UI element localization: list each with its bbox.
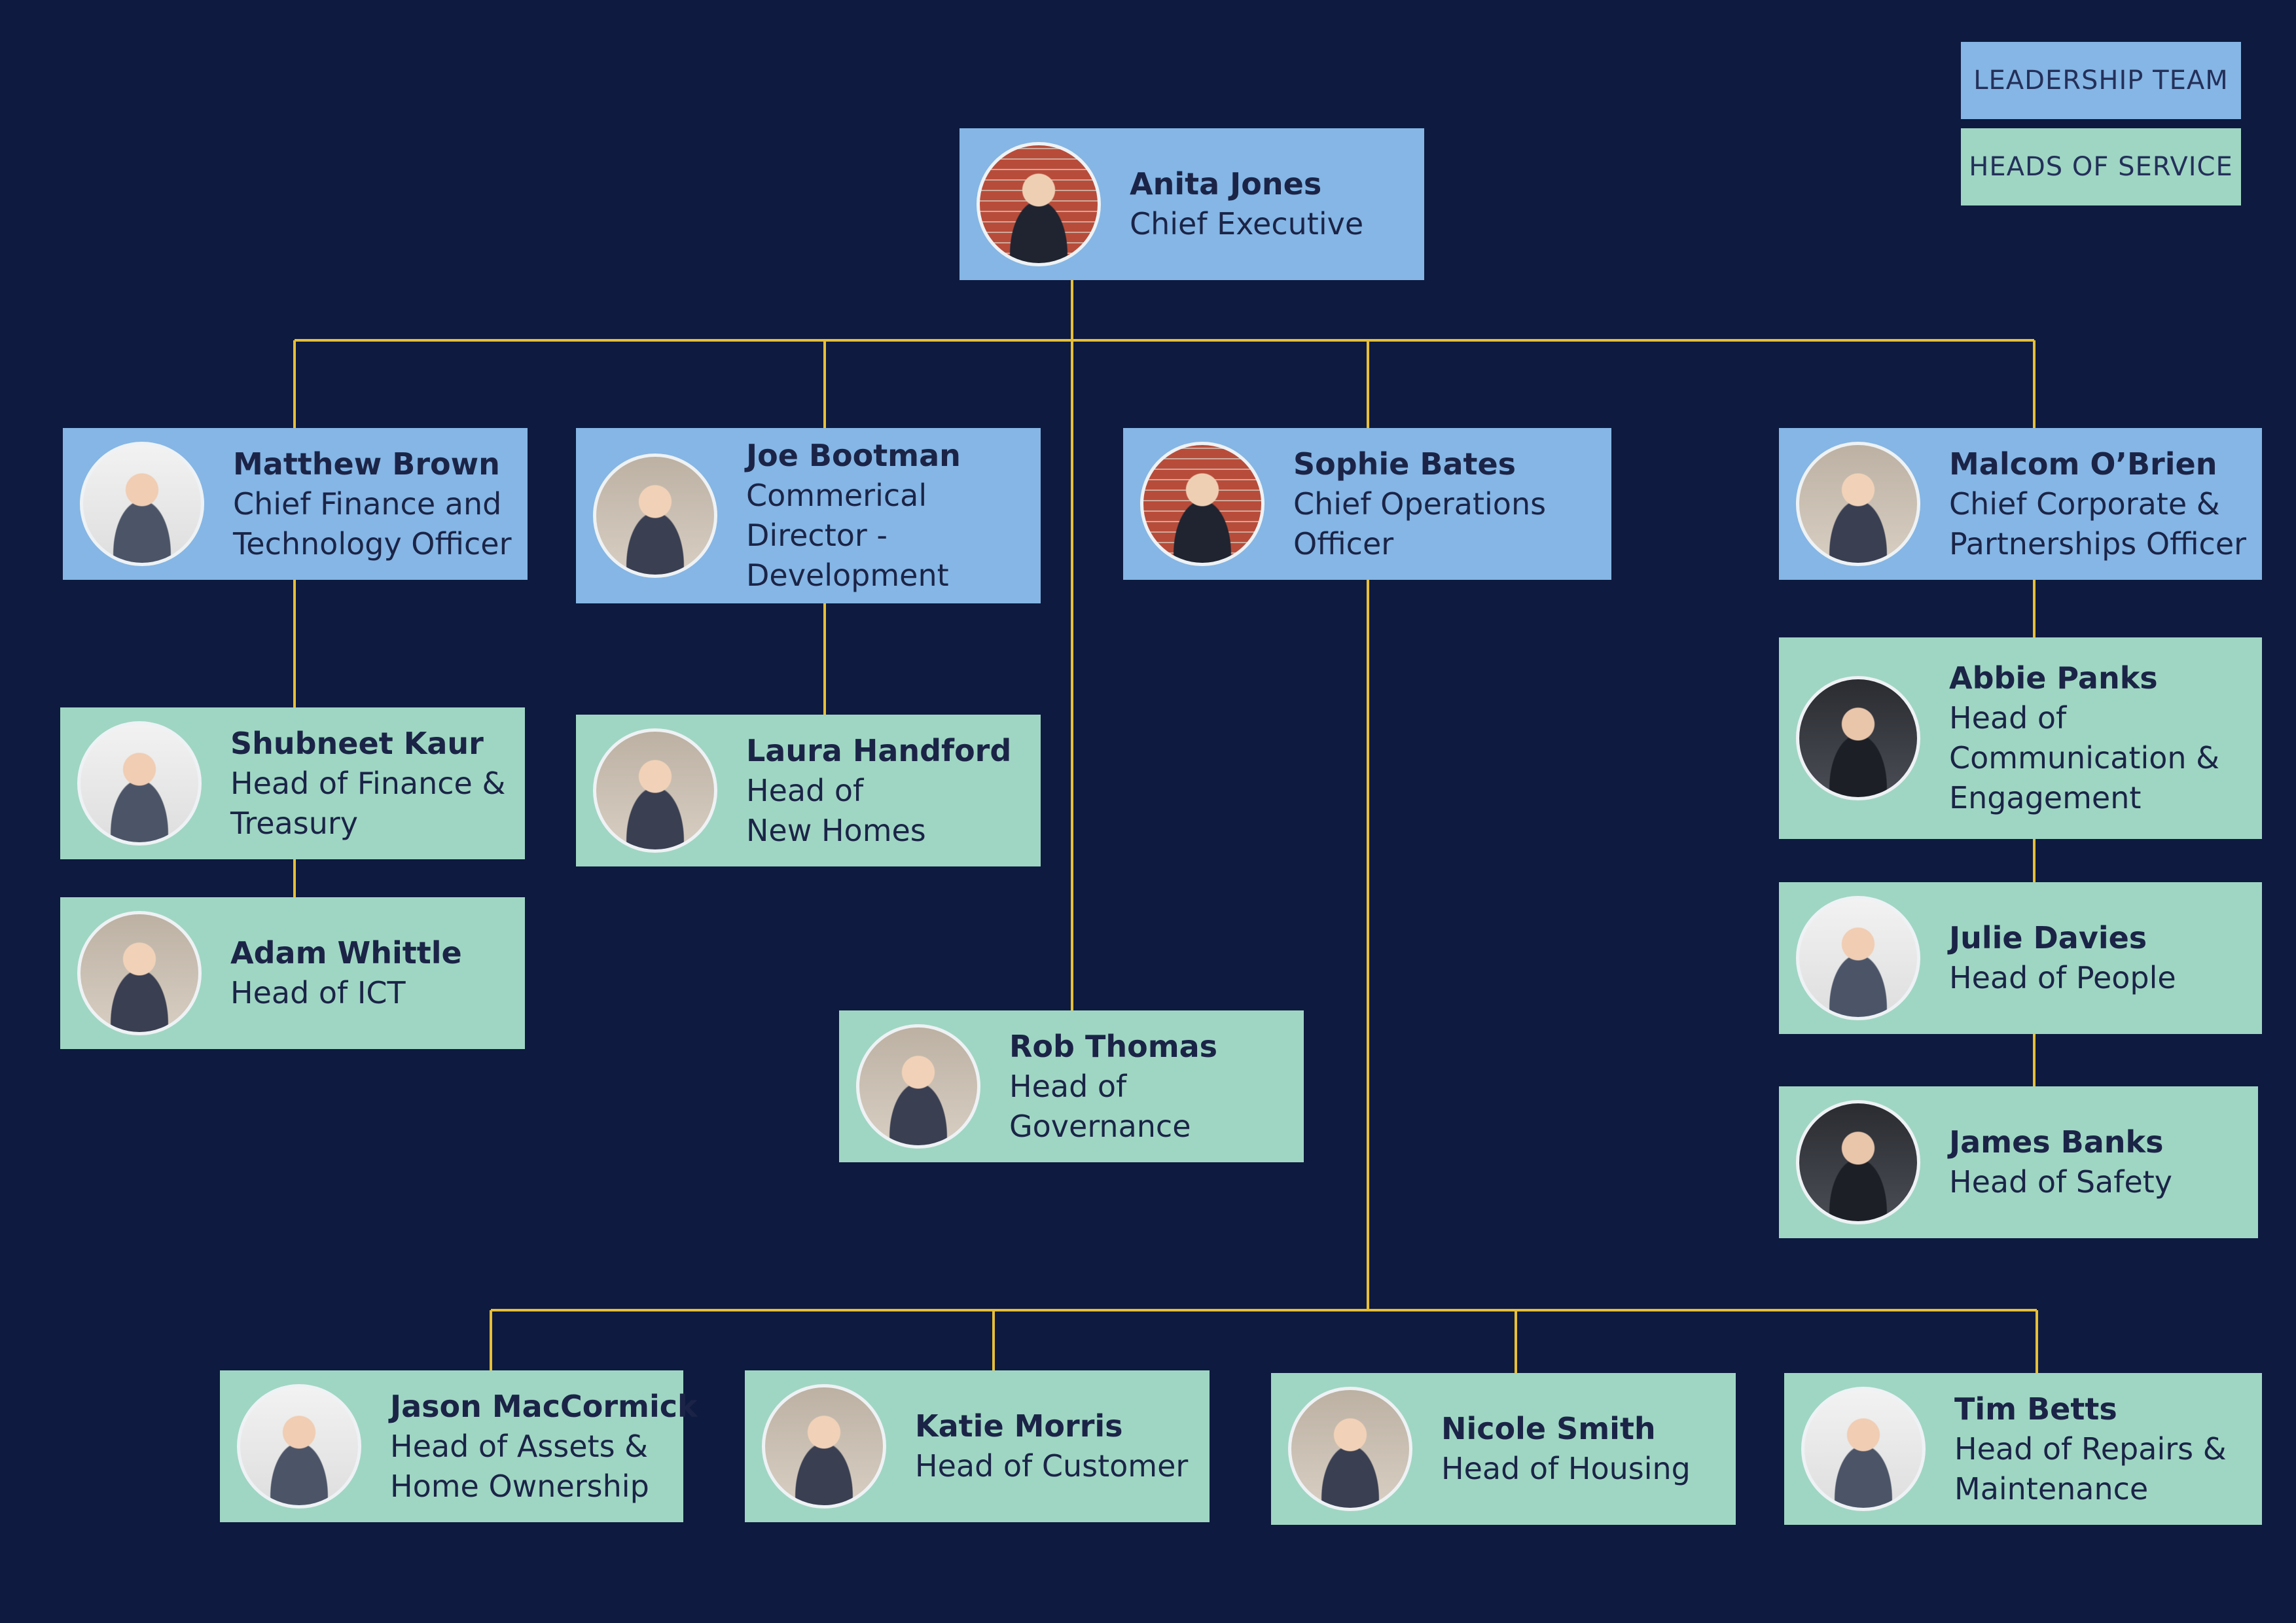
person-card-head-of-new-homes: Laura Handford Head of New Homes <box>576 715 1041 866</box>
person-title: Head of ICT <box>230 975 406 1010</box>
person-title: Chief Finance and <box>233 486 502 522</box>
person-title: Head of Safety <box>1949 1164 2173 1200</box>
person-title: Home Ownership <box>390 1468 649 1504</box>
person-title: Head of <box>1949 700 2067 736</box>
person-title: Governance <box>1009 1108 1191 1144</box>
person-name: Laura Handford <box>746 732 1012 768</box>
avatar <box>1140 442 1265 566</box>
person-card-head-of-governance: Rob Thomas Head of Governance <box>839 1010 1304 1162</box>
person-title: Chief Executive <box>1130 206 1364 241</box>
legend-leadership-team: LEADERSHIP TEAM <box>1961 42 2241 119</box>
avatar <box>237 1384 361 1508</box>
person-title: Director - <box>746 518 888 553</box>
person-title: Officer <box>1293 526 1394 562</box>
person-card-chief-corporate: Malcom O’Brien Chief Corporate & Partner… <box>1779 428 2262 580</box>
person-card-head-of-repairs: Tim Betts Head of Repairs & Maintenance <box>1784 1373 2262 1525</box>
person-card-chief-operations: Sophie Bates Chief Operations Officer <box>1123 428 1611 580</box>
person-title: Head of People <box>1949 960 2176 995</box>
person-card-commercial-director: Joe Bootman Commerical Director - Develo… <box>576 428 1041 603</box>
person-title: Engagement <box>1949 780 2142 815</box>
person-card-head-of-housing: Nicole Smith Head of Housing <box>1271 1373 1736 1525</box>
person-title: Maintenance <box>1954 1471 2149 1507</box>
avatar <box>1796 1100 1920 1224</box>
avatar <box>1796 896 1920 1020</box>
person-name: Tim Betts <box>1954 1391 2117 1427</box>
person-title: Chief Corporate & <box>1949 486 2220 522</box>
avatar <box>77 911 202 1035</box>
person-card-head-of-ict: Adam Whittle Head of ICT <box>60 897 525 1049</box>
person-title: Commerical <box>746 478 927 513</box>
person-title: Head of Repairs & <box>1954 1431 2227 1467</box>
person-title: Head of Finance & <box>230 765 506 801</box>
person-title: Partnerships Officer <box>1949 526 2247 562</box>
avatar <box>80 442 204 566</box>
person-name: Malcom O’Brien <box>1949 446 2217 482</box>
avatar <box>593 454 717 578</box>
person-title: Head of Customer <box>915 1448 1189 1484</box>
person-card-head-of-people: Julie Davies Head of People <box>1779 882 2262 1034</box>
person-title: Communication & <box>1949 740 2220 776</box>
legend-heads-of-service: HEADS OF SERVICE <box>1961 128 2241 205</box>
avatar <box>856 1024 980 1149</box>
person-name: Joe Bootman <box>746 438 961 473</box>
avatar <box>1796 442 1920 566</box>
avatar <box>77 721 202 846</box>
person-name: Nicole Smith <box>1441 1411 1656 1446</box>
person-title: Treasury <box>230 805 358 841</box>
person-name: Matthew Brown <box>233 446 500 482</box>
person-title: Head of Assets & <box>390 1428 649 1464</box>
person-name: Abbie Panks <box>1949 660 2158 696</box>
person-card-chief-finance: Matthew Brown Chief Finance and Technolo… <box>63 428 528 580</box>
avatar <box>977 142 1101 266</box>
avatar <box>1288 1387 1412 1511</box>
person-title: Head of Housing <box>1441 1451 1691 1486</box>
person-card-chief-executive: Anita Jones Chief Executive <box>960 128 1424 280</box>
person-card-head-of-assets: Jason MacCormick Head of Assets & Home O… <box>220 1370 698 1522</box>
person-card-head-of-customer: Katie Morris Head of Customer <box>745 1370 1210 1522</box>
person-card-head-of-finance: Shubneet Kaur Head of Finance & Treasury <box>60 707 525 859</box>
person-name: Shubneet Kaur <box>230 725 484 761</box>
avatar <box>1796 676 1920 800</box>
person-name: Anita Jones <box>1130 166 1322 202</box>
person-name: James Banks <box>1949 1124 2164 1160</box>
person-title: New Homes <box>746 812 926 848</box>
person-title: Chief Operations <box>1293 486 1547 522</box>
person-title: Head of <box>746 772 864 808</box>
person-title: Technology Officer <box>233 526 512 562</box>
avatar <box>762 1384 886 1508</box>
person-card-head-of-safety: James Banks Head of Safety <box>1779 1086 2258 1238</box>
avatar <box>1801 1387 1926 1511</box>
person-title: Development <box>746 558 949 593</box>
person-name: Adam Whittle <box>230 935 462 971</box>
person-name: Julie Davies <box>1949 920 2147 955</box>
person-card-head-of-communication: Abbie Panks Head of Communication & Enga… <box>1779 637 2262 839</box>
legend-leadership-label: LEADERSHIP TEAM <box>1973 65 2229 96</box>
person-name: Sophie Bates <box>1293 446 1516 482</box>
person-name: Katie Morris <box>915 1408 1123 1444</box>
person-name: Jason MacCormick <box>390 1388 698 1424</box>
avatar <box>593 728 717 853</box>
person-name: Rob Thomas <box>1009 1028 1218 1064</box>
person-title: Head of <box>1009 1068 1127 1104</box>
legend-heads-label: HEADS OF SERVICE <box>1969 152 2233 182</box>
